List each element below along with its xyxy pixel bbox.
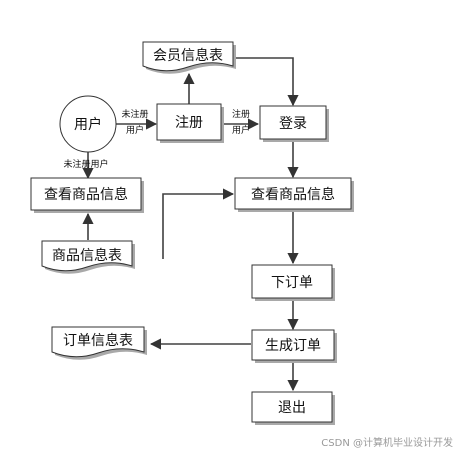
node-member-table: 会员信息表: [142, 41, 236, 74]
node-logout: 退出: [251, 391, 335, 425]
node-generate-order: 生成订单: [251, 329, 337, 363]
node-place-order-label: 下订单: [271, 275, 313, 291]
edge-label-unregistered-1a: 未注册: [121, 108, 148, 120]
node-place-order: 下订单: [251, 264, 335, 301]
edge-labels: 未注册 用户 注册 用户 未注册用户: [63, 108, 250, 170]
edge-label-registered-a: 注册: [232, 108, 250, 120]
node-view-goods-main: 查看商品信息: [234, 177, 354, 212]
node-login-label: 登录: [279, 116, 307, 132]
node-user-label: 用户: [74, 116, 102, 133]
node-order-table: 订单信息表: [51, 326, 147, 360]
edge-label-unregistered-1b: 用户: [126, 124, 144, 136]
node-logout-label: 退出: [278, 400, 306, 416]
node-goods-table-label: 商品信息表: [52, 247, 122, 264]
edge-label-registered-b: 用户: [232, 124, 250, 136]
node-register: 注册: [156, 103, 224, 143]
node-view-goods-left: 查看商品信息: [30, 177, 144, 213]
node-generate-order-label: 生成订单: [265, 338, 321, 354]
node-view-goods-main-label: 查看商品信息: [251, 186, 335, 203]
node-order-table-label: 订单信息表: [63, 332, 133, 349]
node-view-goods-left-label: 查看商品信息: [44, 186, 128, 203]
node-user: 用户: [59, 95, 117, 153]
node-member-table-label: 会员信息表: [153, 47, 223, 64]
watermark-text: CSDN @计算机毕业设计开发: [321, 436, 453, 449]
edge-goods-table-to-view-goods-main: [162, 188, 235, 259]
node-register-label: 注册: [175, 115, 203, 131]
node-login: 登录: [259, 105, 329, 142]
edges: [82, 57, 299, 392]
node-goods-table: 商品信息表: [41, 240, 135, 274]
edge-member-table-to-login: [236, 57, 299, 107]
edge-label-unregistered-2: 未注册用户: [63, 158, 108, 170]
